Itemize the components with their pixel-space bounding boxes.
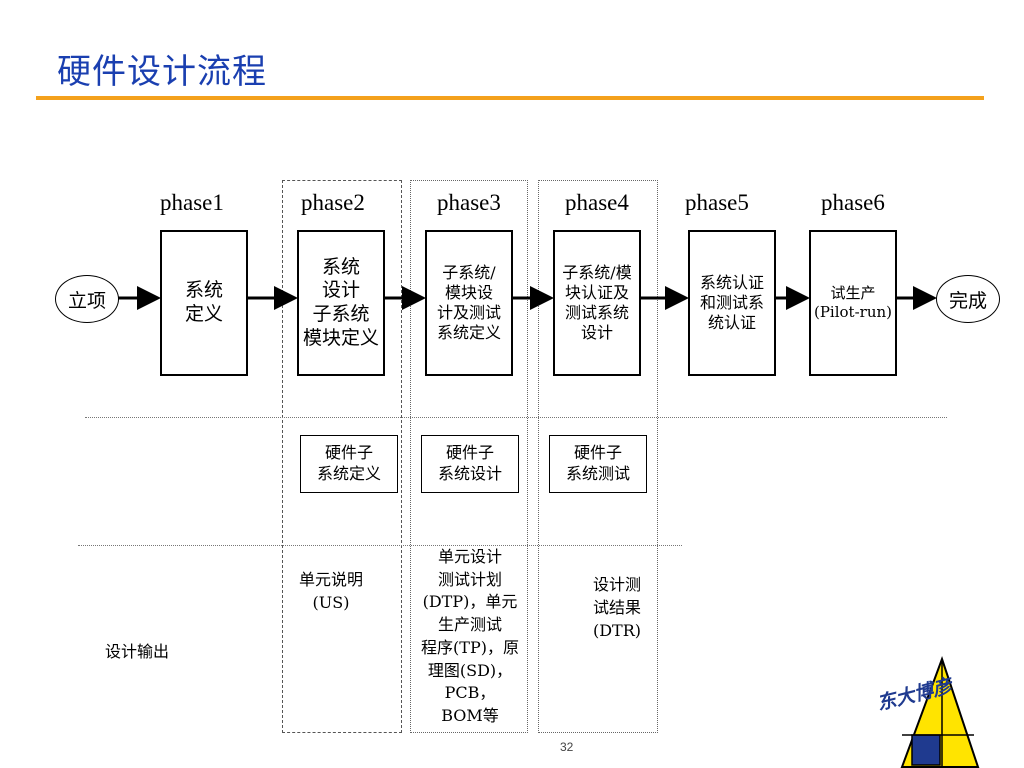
phase-label-1: phase1: [160, 190, 224, 215]
phase-label-4: phase4: [565, 190, 629, 215]
step-box-phase4: 子系统/模 块认证及 测试系统 设计: [553, 230, 641, 376]
sub-box-phase4: 硬件子 系统测试: [549, 435, 647, 493]
start-node: 立项: [55, 275, 119, 323]
output-phase2: 单元说明 (US): [298, 570, 363, 613]
end-node: 完成: [936, 275, 1000, 323]
output-phase4: 设计测 试结果 (DTR): [592, 575, 642, 641]
page-title: 硬件设计流程: [57, 52, 267, 92]
phase2-column-frame: [282, 180, 402, 733]
step-box-phase3: 子系统/ 模块设 计及测试 系统定义: [425, 230, 513, 376]
title-underline: [36, 96, 984, 100]
step-box-phase5: 系统认证 和测试系 统认证: [688, 230, 776, 376]
phase4-column-frame: [538, 180, 658, 733]
separator-line-1: [85, 417, 947, 418]
phase-label-2: phase2: [301, 190, 365, 215]
phase-label-6: phase6: [821, 190, 885, 215]
phase-label-3: phase3: [437, 190, 501, 215]
step-box-phase6: 试生产 (Pilot-run): [809, 230, 897, 376]
phase-label-5: phase5: [685, 190, 749, 215]
sub-box-phase2: 硬件子 系统定义: [300, 435, 398, 493]
company-logo: [900, 655, 980, 768]
output-phase3: 单元设计 测试计划 (DTP)，单元 生产测试 程序(TP)，原 理图(SD)，…: [421, 547, 519, 726]
step-box-phase1: 系统 定义: [160, 230, 248, 376]
step-box-phase2: 系统 设计 子系统 模块定义: [297, 230, 385, 376]
page-number: 32: [560, 740, 574, 754]
sub-box-phase3: 硬件子 系统设计: [421, 435, 519, 493]
phase3-column-frame: [410, 180, 528, 733]
separator-line-2: [78, 545, 682, 546]
outputs-label: 设计输出: [105, 642, 170, 661]
